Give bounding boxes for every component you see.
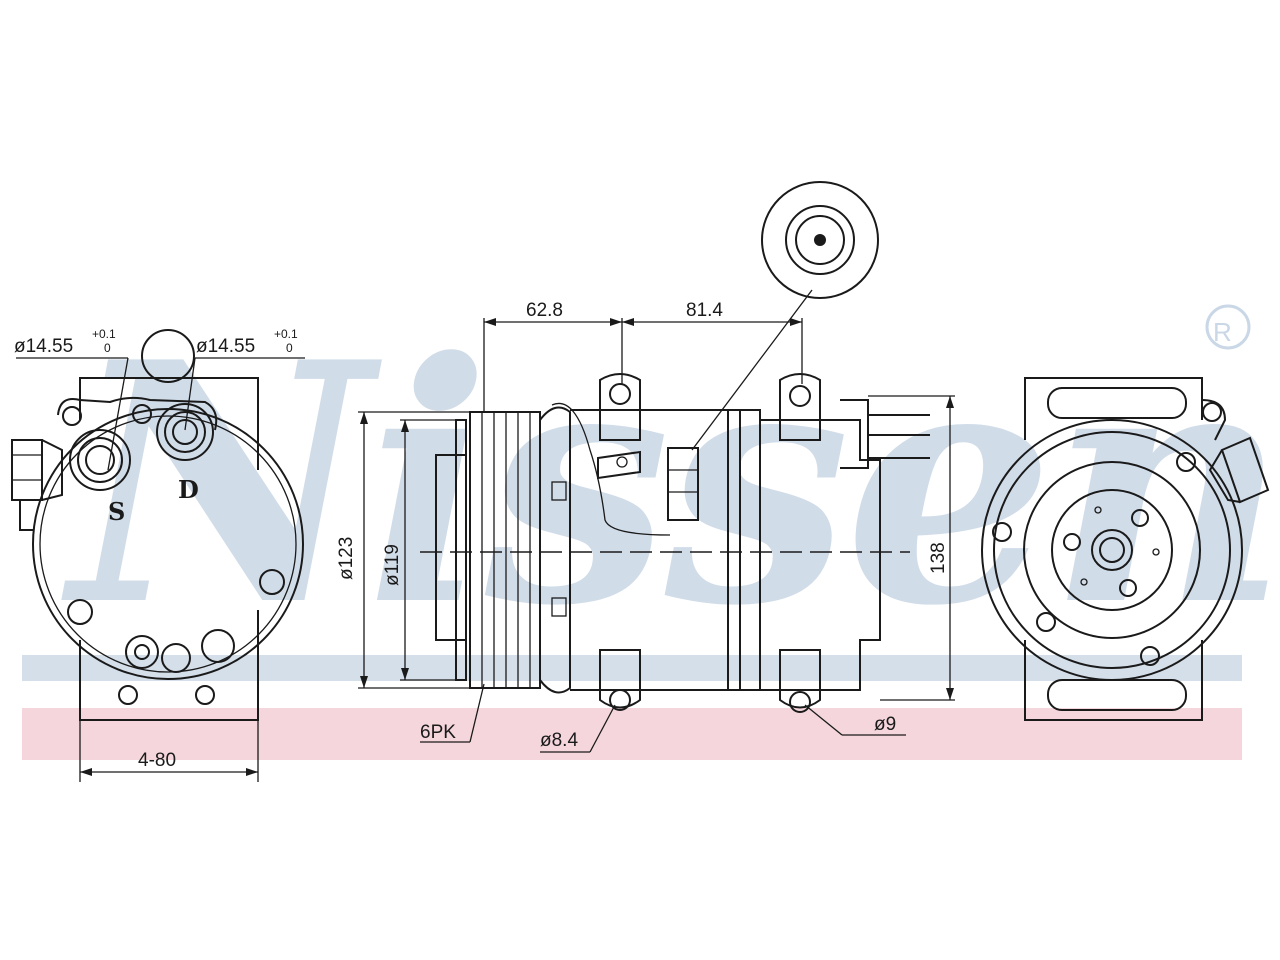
registered-mark-circle	[1205, 304, 1251, 350]
front-view	[981, 377, 1270, 721]
height-dimension: 138	[928, 542, 949, 574]
dimension-81-4: 81.4	[686, 300, 723, 321]
mount-spacing-dimension: 4-80	[138, 750, 176, 771]
suction-port-tolerance-lower: 0	[104, 341, 111, 355]
brand-watermark: Nissens	[60, 290, 1280, 678]
front-hole-diameter: ø8.4	[540, 730, 578, 751]
dimension-62-8: 62.8	[526, 300, 563, 321]
discharge-label: D	[178, 475, 199, 504]
rear-hole-diameter: ø9	[874, 714, 896, 735]
pulley-outer-diameter: ø123	[336, 537, 357, 580]
discharge-port-tolerance-lower: 0	[286, 341, 293, 355]
pulley-inner-diameter: ø119	[382, 544, 403, 586]
discharge-port-tolerance-upper: +0.1	[274, 327, 298, 341]
connector-detail	[761, 181, 879, 299]
suction-label: S	[108, 497, 125, 526]
pink-band	[22, 708, 1242, 760]
side-view	[358, 289, 955, 753]
rear-view	[11, 329, 305, 782]
belt-type-label: 6PK	[420, 722, 456, 743]
discharge-port-dimension: ø14.55	[196, 336, 255, 357]
suction-port-tolerance-upper: +0.1	[92, 327, 116, 341]
suction-port-dimension: ø14.55	[14, 336, 73, 357]
registered-mark: R	[1213, 317, 1232, 347]
